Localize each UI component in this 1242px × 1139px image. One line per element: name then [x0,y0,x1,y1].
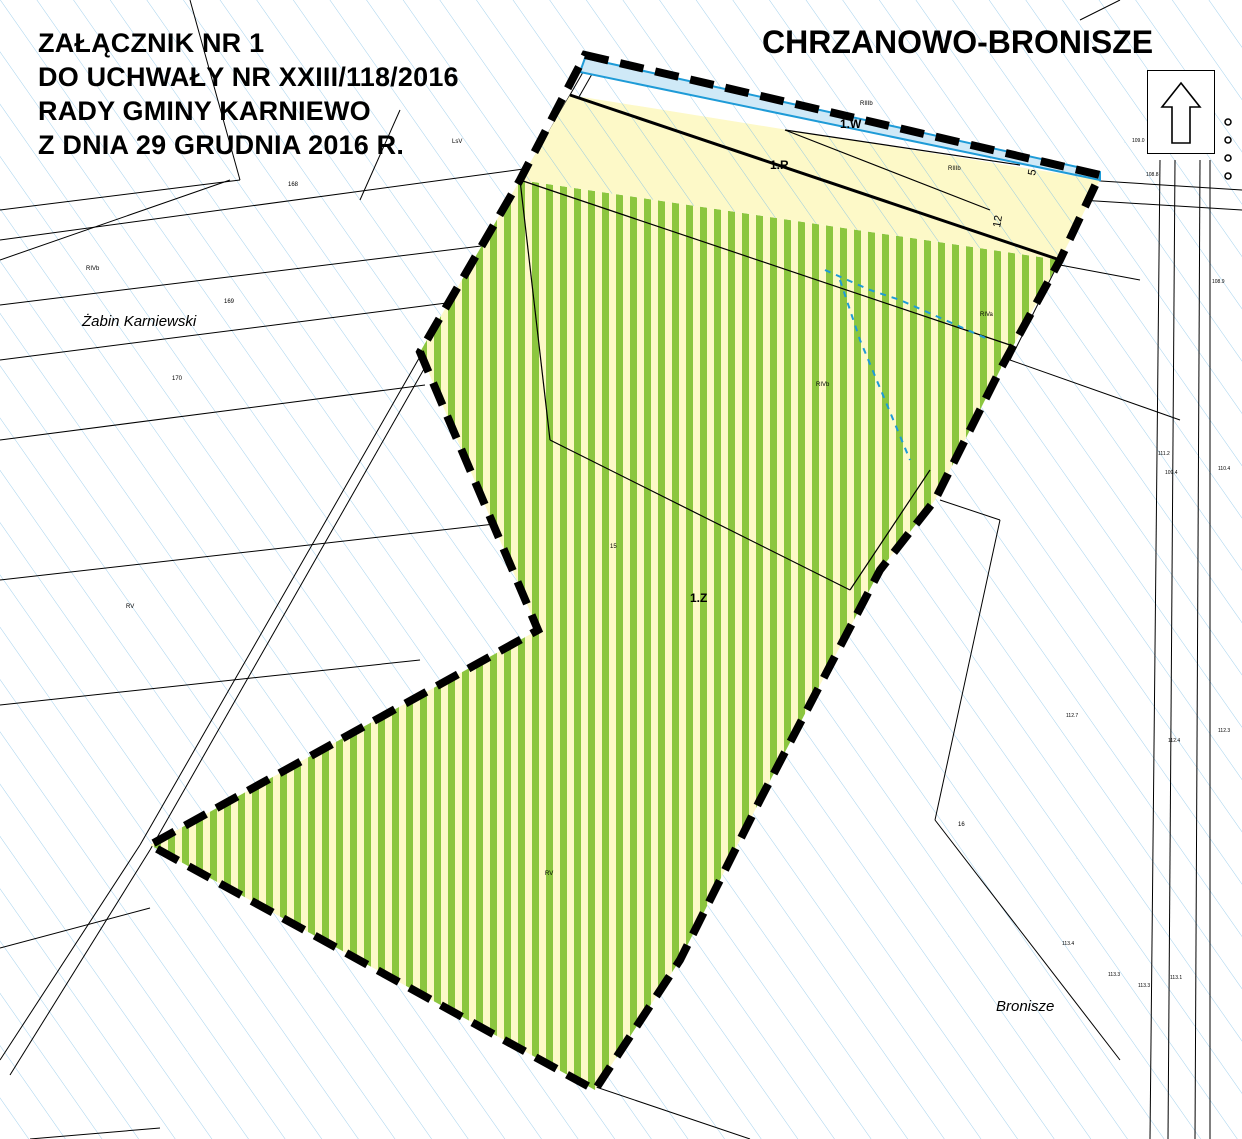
parcel-number: 170 [172,376,183,382]
soil-label: RIVa [980,312,994,318]
parcel-number: 15 [610,544,617,550]
zone-1w-area [578,56,1101,182]
elevation-label: 113.3 [1138,983,1150,989]
zone-1r-boundary [569,93,1061,262]
elevation-label: 109.4 [1165,470,1178,476]
elevation-label: 113.1 [1170,975,1182,981]
title-line: RADY GMINY KARNIEWO [38,96,371,126]
north-arrow-box [1147,70,1215,154]
elevation-label: 112.3 [1218,728,1230,734]
parcel-number: 169 [224,299,235,305]
soil-label: RIVb [816,382,830,388]
dimension-label-5: 5 [1026,168,1039,176]
dimension-label-12: 12 [991,214,1005,228]
title-line: ZAŁĄCZNIK NR 1 [38,28,265,58]
soil-label: RIIIb [948,166,961,172]
road-symbols [1224,118,1232,180]
zone-label-1w: 1.W [840,117,862,131]
elevation-label: 113.3 [1108,972,1120,978]
locality-label-zabin: Żabin Karniewski [81,313,197,330]
elevation-label: 112.7 [1066,713,1078,719]
zone-1z-area [150,180,1060,1090]
title-line: Z DNIA 29 GRUDNIA 2016 R. [38,130,405,160]
elevation-labels: 109.0 108.8 108.9 111.2 109.4 110.4 112.… [1062,138,1230,989]
elevation-label: 112.4 [1168,738,1180,744]
soil-label: RIVb [86,266,100,272]
locality-label-bronisze: Bronisze [996,998,1054,1015]
elevation-label: 113.4 [1062,941,1074,947]
elevation-label: 109.0 [1132,138,1145,144]
resolution-title-block: ZAŁĄCZNIK NR 1 DO UCHWAŁY NR XXIII/118/2… [38,26,459,162]
drainage-lines [824,269,991,461]
title-line: DO UCHWAŁY NR XXIII/118/2016 [38,62,459,92]
elevation-label: 111.2 [1158,451,1170,457]
zone-label-1r: 1.R [770,158,789,172]
soil-label: RIIIb [860,101,873,107]
zone-label-1z: 1.Z [690,591,707,605]
zone-internal-lines [519,129,1021,591]
elevation-label: 108.8 [1146,172,1159,178]
place-title: CHRZANOWO-BRONISZE [762,24,1154,60]
plan-boundary [141,50,1106,1096]
soil-label: RV [545,871,553,877]
parcel-number: 168 [288,182,299,188]
elevation-label: 110.4 [1218,466,1230,472]
elevation-label: 108.9 [1212,279,1225,285]
north-arrow-icon [1160,81,1202,144]
parcel-number: 16 [958,822,965,828]
soil-label: RV [126,604,134,610]
soil-label: LsV [452,139,462,145]
